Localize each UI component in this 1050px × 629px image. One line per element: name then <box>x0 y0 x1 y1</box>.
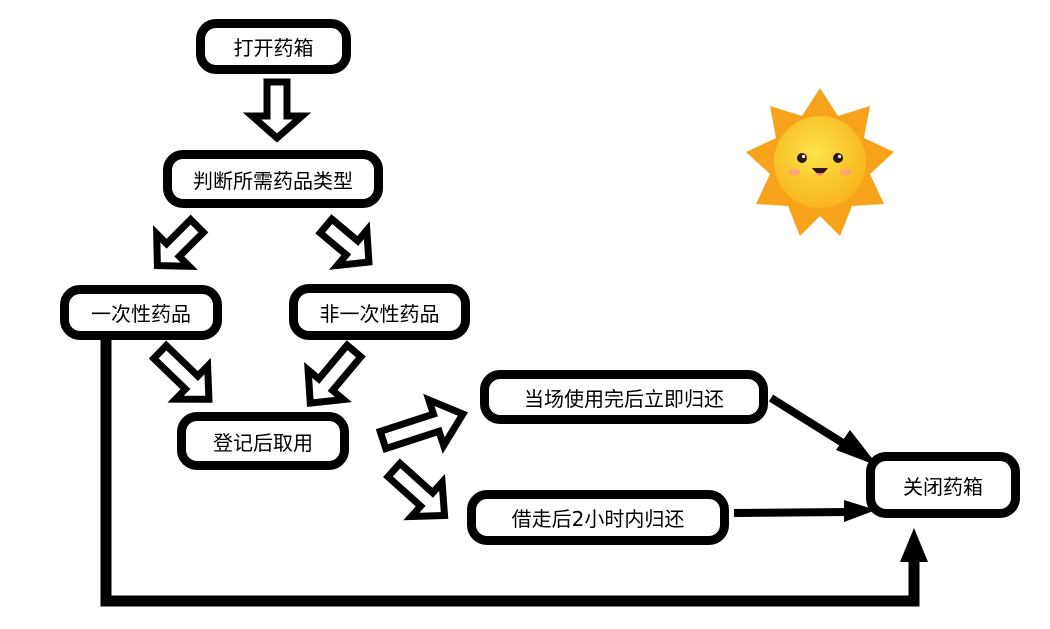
arrow-open-to-judge <box>242 78 312 143</box>
node-close-box-label: 关闭药箱 <box>903 474 983 499</box>
arrow-register-to-borrow <box>383 458 449 521</box>
node-register-label: 登记后取用 <box>213 430 313 455</box>
node-non-disposable-label: 非一次性药品 <box>319 301 440 326</box>
node-non-disposable: 非一次性药品 <box>289 284 470 340</box>
arrow-disposable-to-register <box>148 340 213 403</box>
node-borrow-return-label: 借走后2小时内归还 <box>511 507 685 531</box>
node-open-box: 打开药箱 <box>196 19 351 74</box>
arrow-judge-to-nondisposable <box>315 214 373 270</box>
arrowhead-returnonspot-to-close <box>836 430 878 466</box>
node-judge-type-label: 判断所需药品类型 <box>193 168 353 193</box>
node-borrow-return: 借走后2小时内归还 <box>467 490 729 545</box>
node-return-on-spot-label: 当场使用完后立即归还 <box>524 386 724 411</box>
node-judge-type: 判断所需药品类型 <box>163 150 383 208</box>
node-close-box: 关闭药箱 <box>866 452 1020 518</box>
node-disposable: 一次性药品 <box>60 285 222 340</box>
arrow-disposable-to-close <box>100 340 920 607</box>
node-disposable-label: 一次性药品 <box>91 302 191 326</box>
arrow-register-to-returnonspot <box>375 393 469 454</box>
arrow-borrow-to-close <box>733 508 849 517</box>
arrow-nondisposable-to-register <box>304 340 366 407</box>
arrowhead-borrow-to-close <box>844 500 876 522</box>
arrowhead-disposable-to-close <box>900 528 928 562</box>
node-return-on-spot: 当场使用完后立即归还 <box>480 370 768 424</box>
arrow-judge-to-disposable <box>153 214 209 270</box>
node-register: 登记后取用 <box>177 412 349 470</box>
smiling-sun-icon <box>739 81 901 243</box>
node-open-box-label: 打开药箱 <box>233 36 314 60</box>
